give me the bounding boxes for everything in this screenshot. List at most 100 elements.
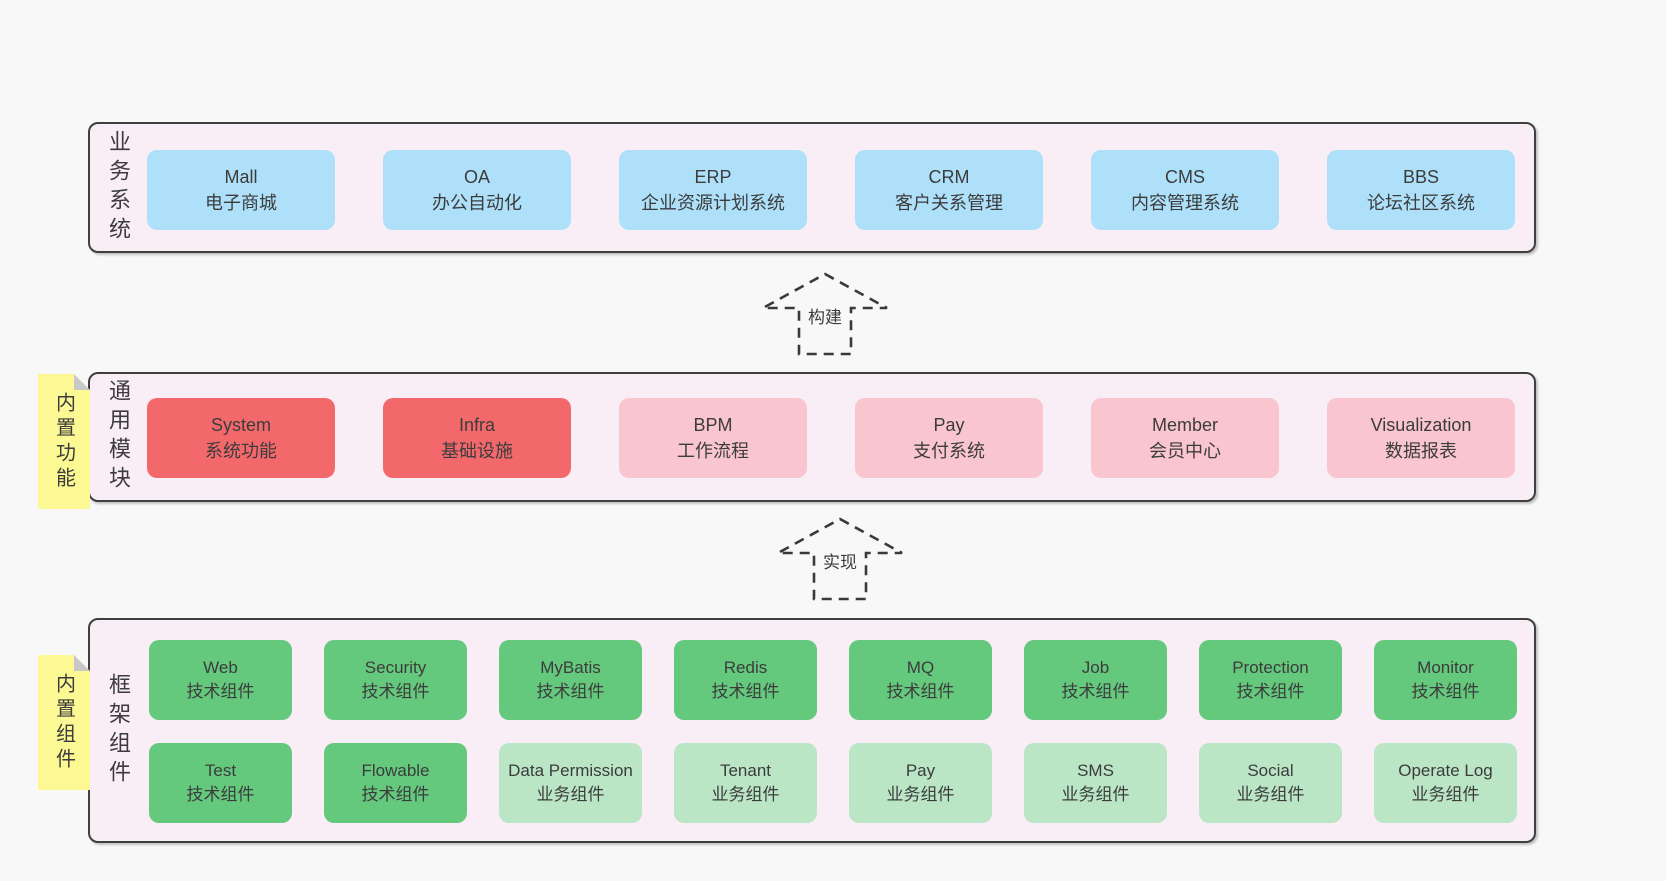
box-title: Operate Log bbox=[1398, 761, 1493, 780]
box-sms: SMS 业务组件 bbox=[1024, 743, 1167, 823]
section-common-modules: 通用模块 System 系统功能 Infra 基础设施 BPM 工作流程 Pay… bbox=[88, 372, 1536, 502]
box-job: Job 技术组件 bbox=[1024, 640, 1167, 720]
box-subtitle: 办公自动化 bbox=[432, 193, 522, 213]
box-tenant: Tenant 业务组件 bbox=[674, 743, 817, 823]
box-title: Pay bbox=[933, 415, 965, 435]
box-cms: CMS 内容管理系统 bbox=[1091, 150, 1279, 230]
sticky-note-builtin-components: 内置组件 bbox=[38, 655, 90, 790]
box-subtitle: 业务组件 bbox=[1236, 785, 1305, 804]
box-subtitle: 技术组件 bbox=[886, 682, 955, 701]
box-subtitle: 企业资源计划系统 bbox=[641, 193, 785, 213]
box-title: Data Permission bbox=[508, 761, 633, 780]
box-subtitle: 会员中心 bbox=[1149, 441, 1221, 461]
box-oa: OA 办公自动化 bbox=[383, 150, 571, 230]
sticky-note-text: 内置组件 bbox=[52, 672, 75, 773]
box-monitor: Monitor 技术组件 bbox=[1374, 640, 1517, 720]
box-title: Test bbox=[204, 761, 237, 780]
box-title: Job bbox=[1081, 658, 1110, 677]
box-subtitle: 业务组件 bbox=[711, 785, 780, 804]
box-subtitle: 业务组件 bbox=[1411, 785, 1480, 804]
box-bbs: BBS 论坛社区系统 bbox=[1327, 150, 1515, 230]
box-system: System 系统功能 bbox=[147, 398, 335, 478]
box-title: Tenant bbox=[719, 761, 772, 780]
box-title: BPM bbox=[693, 415, 733, 435]
box-redis: Redis 技术组件 bbox=[674, 640, 817, 720]
box-subtitle: 业务组件 bbox=[886, 785, 955, 804]
box-subtitle: 技术组件 bbox=[186, 785, 255, 804]
box-subtitle: 技术组件 bbox=[1411, 682, 1480, 701]
box-web: Web 技术组件 bbox=[149, 640, 292, 720]
box-test: Test 技术组件 bbox=[149, 743, 292, 823]
box-mybatis: MyBatis 技术组件 bbox=[499, 640, 642, 720]
box-subtitle: 内容管理系统 bbox=[1131, 193, 1239, 213]
sticky-note-text: 内置功能 bbox=[52, 391, 75, 492]
section-framework-components: 框架组件 Web 技术组件 Security 技术组件 MyBatis 技术组件… bbox=[88, 618, 1536, 843]
section-label-framework-components: 框架组件 bbox=[106, 672, 131, 789]
arrow-implement: 实现 bbox=[770, 516, 910, 602]
box-visualization: Visualization 数据报表 bbox=[1327, 398, 1515, 478]
box-subtitle: 技术组件 bbox=[361, 682, 430, 701]
sticky-note-builtin-features: 内置功能 bbox=[38, 374, 90, 509]
box-title: Pay bbox=[905, 761, 936, 780]
box-subtitle: 业务组件 bbox=[536, 785, 605, 804]
box-title: Social bbox=[1247, 761, 1294, 780]
box-subtitle: 基础设施 bbox=[441, 441, 513, 461]
arrow-build-label: 构建 bbox=[805, 302, 845, 329]
arrow-build: 构建 bbox=[755, 271, 895, 357]
common-modules-row: System 系统功能 Infra 基础设施 BPM 工作流程 Pay 支付系统… bbox=[147, 398, 1515, 478]
box-subtitle: 技术组件 bbox=[536, 682, 605, 701]
box-subtitle: 论坛社区系统 bbox=[1367, 193, 1475, 213]
box-title: Redis bbox=[723, 658, 768, 677]
box-subtitle: 系统功能 bbox=[205, 441, 277, 461]
box-bpm: BPM 工作流程 bbox=[619, 398, 807, 478]
box-title: SMS bbox=[1077, 761, 1114, 780]
box-pay-module: Pay 支付系统 bbox=[855, 398, 1043, 478]
box-member: Member 会员中心 bbox=[1091, 398, 1279, 478]
box-subtitle: 技术组件 bbox=[1236, 682, 1305, 701]
box-subtitle: 技术组件 bbox=[1061, 682, 1130, 701]
business-systems-row: Mall 电子商城 OA 办公自动化 ERP 企业资源计划系统 CRM 客户关系… bbox=[147, 150, 1515, 230]
box-title: Visualization bbox=[1370, 415, 1472, 435]
box-title: OA bbox=[463, 167, 490, 187]
box-pay-component: Pay 业务组件 bbox=[849, 743, 992, 823]
box-title: BBS bbox=[1402, 167, 1440, 187]
box-title: Infra bbox=[458, 415, 496, 435]
box-mall: Mall 电子商城 bbox=[147, 150, 335, 230]
box-subtitle: 电子商城 bbox=[205, 193, 277, 213]
box-protection: Protection 技术组件 bbox=[1199, 640, 1342, 720]
box-subtitle: 数据报表 bbox=[1385, 441, 1457, 461]
box-subtitle: 技术组件 bbox=[711, 682, 780, 701]
box-data-permission: Data Permission 业务组件 bbox=[499, 743, 642, 823]
box-title: MQ bbox=[906, 658, 935, 677]
box-erp: ERP 企业资源计划系统 bbox=[619, 150, 807, 230]
box-title: CRM bbox=[928, 167, 970, 187]
box-crm: CRM 客户关系管理 bbox=[855, 150, 1043, 230]
box-title: System bbox=[210, 415, 271, 435]
box-social: Social 业务组件 bbox=[1199, 743, 1342, 823]
dashed-up-arrow-icon bbox=[777, 517, 903, 601]
box-subtitle: 技术组件 bbox=[186, 682, 255, 701]
box-subtitle: 工作流程 bbox=[677, 441, 749, 461]
box-title: MyBatis bbox=[540, 658, 601, 677]
box-title: ERP bbox=[694, 167, 732, 187]
arrow-implement-label: 实现 bbox=[820, 547, 860, 574]
box-title: Web bbox=[203, 658, 238, 677]
box-subtitle: 支付系统 bbox=[913, 441, 985, 461]
section-label-common-modules: 通用模块 bbox=[106, 379, 131, 495]
box-title: Flowable bbox=[361, 761, 430, 780]
box-title: Member bbox=[1151, 415, 1218, 435]
section-label-business-systems: 业务系统 bbox=[106, 129, 131, 246]
box-mq: MQ 技术组件 bbox=[849, 640, 992, 720]
box-title: Security bbox=[364, 658, 427, 677]
box-subtitle: 业务组件 bbox=[1061, 785, 1130, 804]
box-title: Protection bbox=[1232, 658, 1309, 677]
box-security: Security 技术组件 bbox=[324, 640, 467, 720]
box-infra: Infra 基础设施 bbox=[383, 398, 571, 478]
framework-components-row-1: Web 技术组件 Security 技术组件 MyBatis 技术组件 Redi… bbox=[149, 640, 1517, 720]
dashed-up-arrow-icon bbox=[762, 272, 888, 356]
framework-components-row-2: Test 技术组件 Flowable 技术组件 Data Permission … bbox=[149, 743, 1517, 823]
box-subtitle: 客户关系管理 bbox=[895, 193, 1003, 213]
box-title: Monitor bbox=[1417, 658, 1474, 677]
section-business-systems: 业务系统 Mall 电子商城 OA 办公自动化 ERP 企业资源计划系统 CRM… bbox=[88, 122, 1536, 253]
